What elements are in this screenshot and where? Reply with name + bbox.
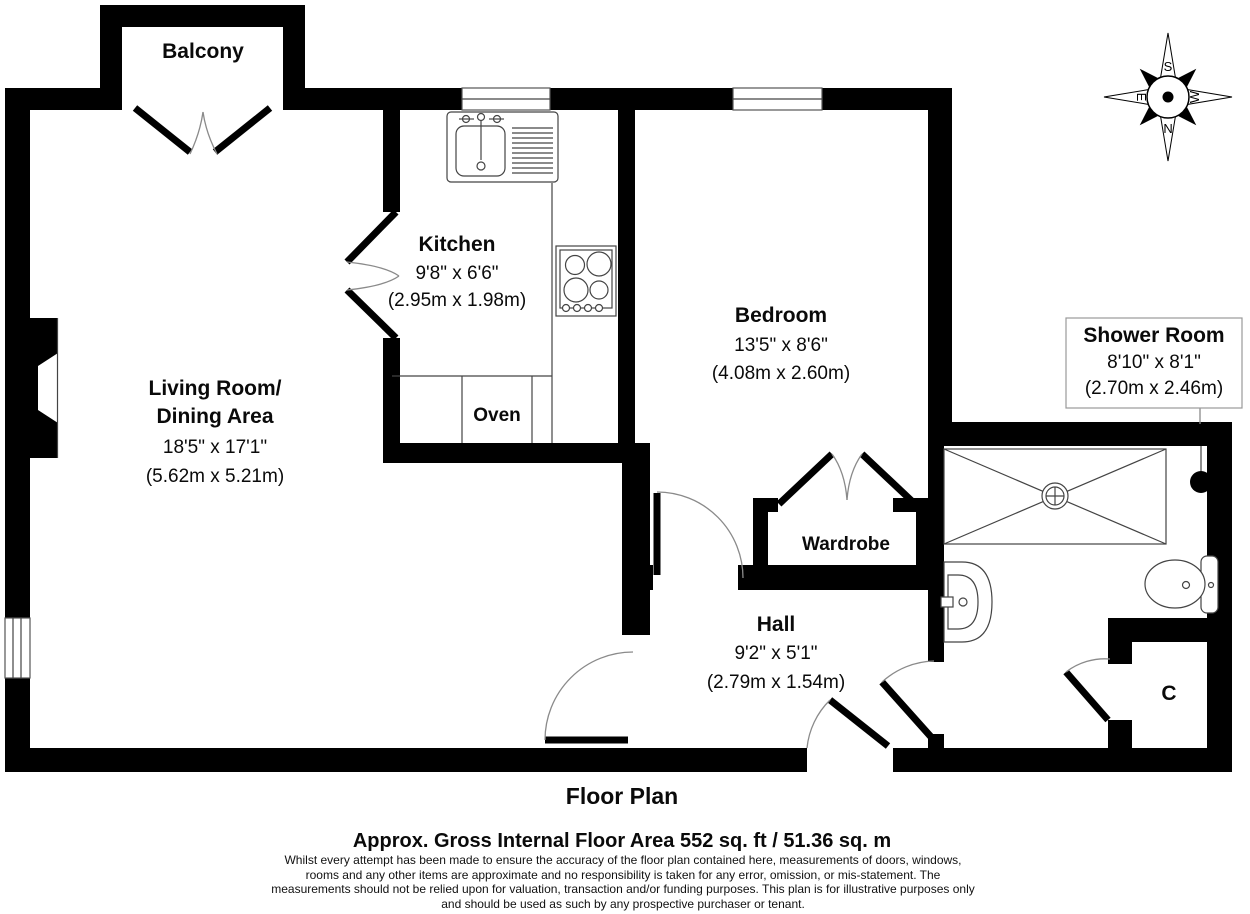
drainer-icon xyxy=(512,127,553,174)
doors xyxy=(132,105,1111,749)
compass-east: E xyxy=(1134,93,1149,102)
plan-title: Floor Plan xyxy=(566,783,678,809)
walls xyxy=(5,5,1232,772)
wardrobe-double-door xyxy=(776,451,918,507)
living-size-metric: (5.62m x 5.21m) xyxy=(146,466,284,487)
room-label-living-1: Living Room/ xyxy=(149,377,282,400)
hall-size-imperial: 9'2" x 5'1" xyxy=(734,643,817,664)
room-label-hall: Hall xyxy=(757,613,796,636)
room-label-bedroom: Bedroom xyxy=(735,304,827,327)
room-label-cupboard: C xyxy=(1161,682,1176,705)
shower-size-metric: (2.70m x 2.46m) xyxy=(1085,378,1223,399)
kitchen-size-imperial: 9'8" x 6'6" xyxy=(415,263,498,284)
bedroom-size-imperial: 13'5" x 8'6" xyxy=(734,335,828,356)
oven-label: Oven xyxy=(473,405,521,426)
shower-tray-icon xyxy=(943,448,1167,545)
kitchen-double-door xyxy=(344,209,400,341)
shower-room-fixtures xyxy=(940,446,1219,643)
disclaimer-text: Whilst every attempt has been made to en… xyxy=(271,853,975,911)
hall-size-metric: (2.79m x 1.54m) xyxy=(707,672,845,693)
living-room-hall-door xyxy=(544,651,634,744)
kitchen-fixtures xyxy=(392,111,617,443)
hob-icon xyxy=(555,245,617,317)
room-labels: Balcony Kitchen 9'8" x 6'6" (2.95m x 1.9… xyxy=(146,40,1177,705)
compass-west: W xyxy=(1187,90,1202,103)
shower-room-label-box: Shower Room 8'10" x 8'1" (2.70m x 2.46m) xyxy=(1065,317,1243,424)
living-size-imperial: 18'5" x 17'1" xyxy=(163,437,267,458)
toilet-icon xyxy=(1144,555,1219,614)
bedroom-size-metric: (4.08m x 2.60m) xyxy=(712,363,850,384)
shower-size-imperial: 8'10" x 8'1" xyxy=(1107,352,1201,373)
shower-head-icon xyxy=(1190,446,1212,493)
floor-area-summary: Approx. Gross Internal Floor Area 552 sq… xyxy=(353,830,891,852)
room-label-kitchen: Kitchen xyxy=(418,233,495,256)
kitchen-size-metric: (2.95m x 1.98m) xyxy=(388,290,526,311)
balcony-double-door xyxy=(132,105,273,155)
windows xyxy=(4,87,823,679)
room-label-shower: Shower Room xyxy=(1083,324,1224,347)
basin-icon xyxy=(940,561,993,643)
shower-room-door xyxy=(879,660,935,741)
chimney-breast xyxy=(30,318,58,458)
compass-north: N xyxy=(1163,121,1172,136)
room-label-wardrobe: Wardrobe xyxy=(802,534,890,555)
living-room-window xyxy=(4,617,31,679)
room-label-living-2: Dining Area xyxy=(156,405,273,428)
bedroom-door xyxy=(653,491,744,579)
sink-icon xyxy=(446,111,559,183)
entrance-door xyxy=(806,697,891,749)
compass-icon: S N E W xyxy=(1103,32,1233,162)
room-label-balcony: Balcony xyxy=(162,40,244,63)
cupboard-door xyxy=(1063,658,1111,723)
kitchen-counter xyxy=(392,183,553,443)
compass-south: S xyxy=(1164,59,1173,74)
